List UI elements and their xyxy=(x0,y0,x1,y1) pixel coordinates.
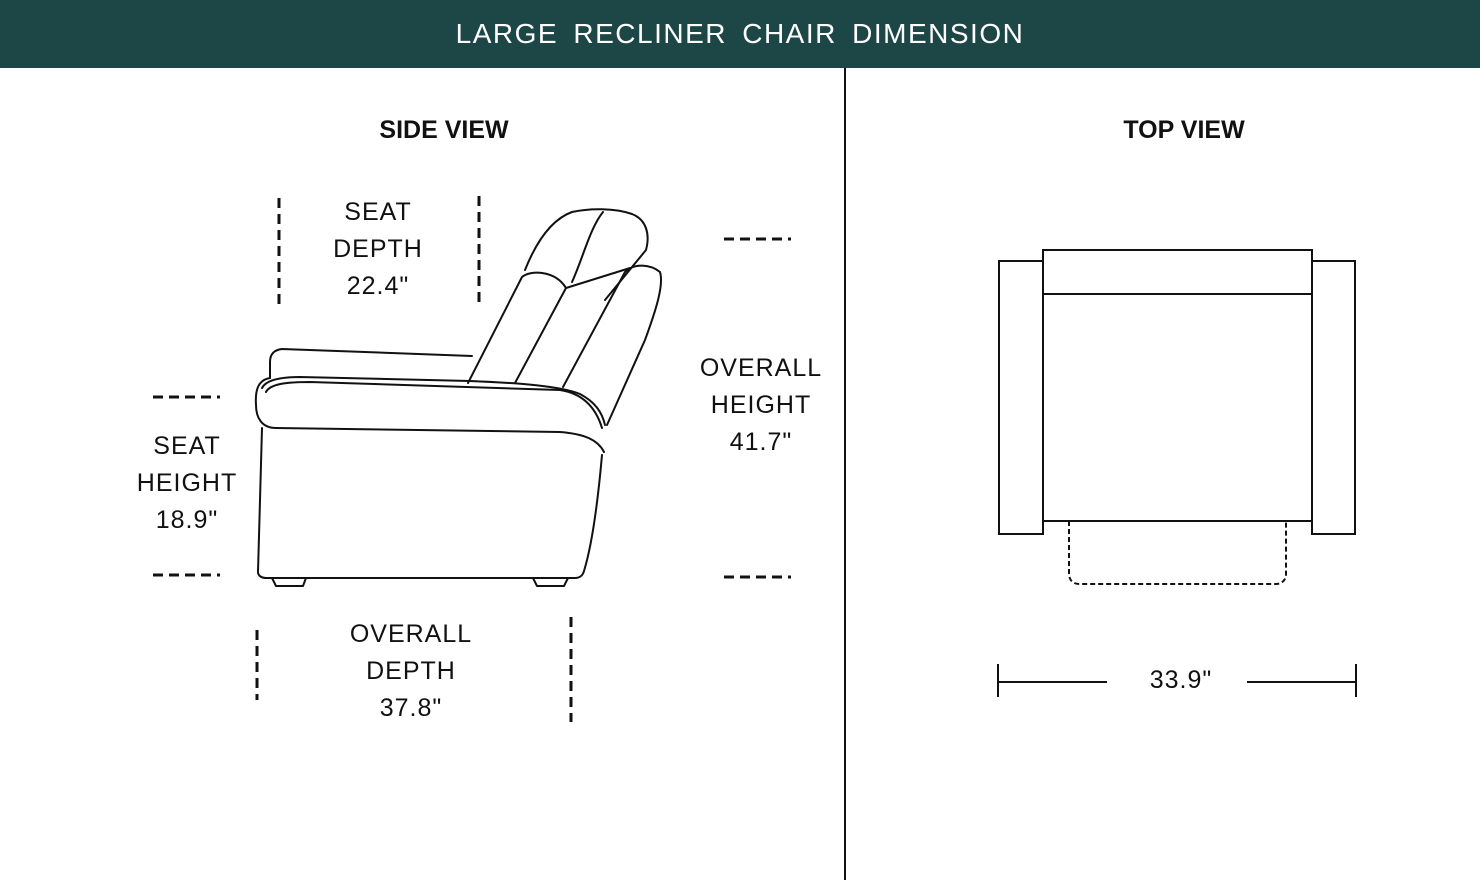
headrest-cushion xyxy=(524,208,649,301)
page-title: LARGE RECLINER CHAIR DIMENSION xyxy=(455,18,1025,49)
arm-front-roll xyxy=(254,377,605,453)
left-arm xyxy=(998,260,1044,535)
footrest-extended xyxy=(1068,521,1287,585)
arm-inner-line xyxy=(265,381,603,429)
arm-upper-line xyxy=(261,376,606,426)
seat-height-label: SEAT HEIGHT 18.9" xyxy=(137,428,237,539)
top-view-chair-drawing xyxy=(998,249,1356,585)
front-foot xyxy=(271,577,307,587)
top-view-heading: TOP VIEW xyxy=(1123,116,1245,144)
right-arm xyxy=(1311,260,1356,535)
chair-body xyxy=(257,427,603,579)
back-cushion-rear xyxy=(562,264,662,426)
top-width-value: 33.9" xyxy=(1149,666,1213,694)
side-view-dimension-lines xyxy=(153,196,791,722)
side-view-chair-drawing xyxy=(254,208,662,587)
armrest-top xyxy=(269,348,473,379)
overall-height-label: OVERALL HEIGHT 41.7" xyxy=(700,350,822,461)
side-view-heading: SIDE VIEW xyxy=(379,116,509,144)
seat-height-value: 18.9" xyxy=(155,506,219,534)
headrest-fold xyxy=(571,211,604,283)
top-width-dimension xyxy=(997,664,1357,697)
seat-depth-label: SEAT DEPTH 22.4" xyxy=(333,194,423,305)
view-divider xyxy=(844,68,846,880)
overall-depth-value: 37.8" xyxy=(379,694,443,722)
back-cushion-front xyxy=(467,271,567,384)
backrest xyxy=(1042,249,1313,295)
back-cushion-rear-edge xyxy=(565,267,631,289)
seat xyxy=(1042,293,1313,522)
rear-foot xyxy=(532,577,569,587)
overall-depth-label: OVERALL DEPTH 37.8" xyxy=(350,616,472,727)
overall-height-value: 41.7" xyxy=(729,428,793,456)
page-header: LARGE RECLINER CHAIR DIMENSION xyxy=(0,0,1480,68)
seat-depth-value: 22.4" xyxy=(346,272,410,300)
